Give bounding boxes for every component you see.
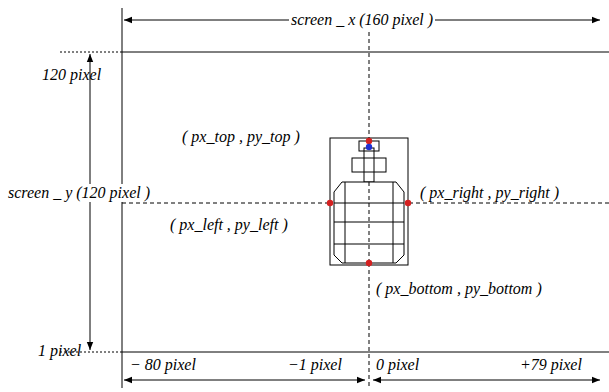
axis-label: − 80 pixel [128,356,198,374]
point-label: ( px_top , py_top ) [180,128,302,146]
axis-label: +79 pixel [518,356,584,374]
axis-label: 0 pixel [374,356,421,374]
point-label: ( px_right , py_right ) [418,184,561,202]
dimension-label: screen _ y (120 pixel ) [6,184,152,202]
point-label: ( px_left , py_left ) [168,216,290,234]
axis-label: 120 pixel [40,66,103,84]
axis-label: −1 pixel [286,356,344,374]
point-label: ( px_bottom , py_bottom ) [374,280,544,298]
axis-label: 1 pixel [36,342,83,360]
dimension-label: screen _ x (160 pixel ) [289,11,435,29]
